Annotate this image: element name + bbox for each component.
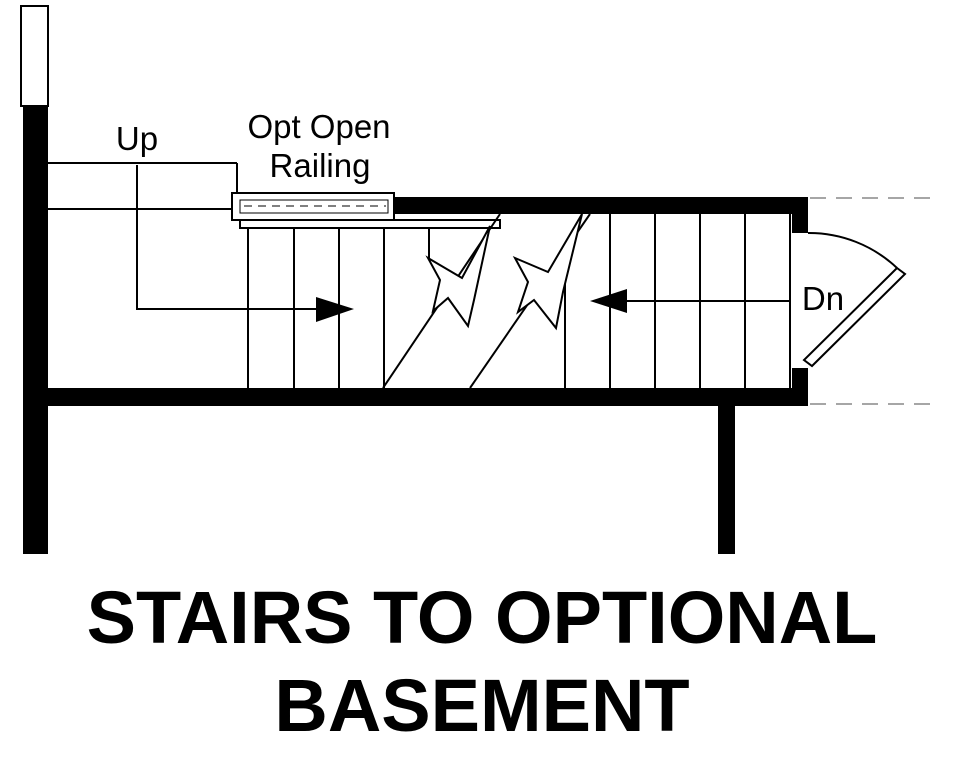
door-jamb-bottom <box>792 368 808 406</box>
label-railing-line2: Railing <box>270 147 371 184</box>
interior-wall-lower <box>718 404 735 554</box>
up-path-line <box>136 165 318 310</box>
left-wall <box>23 106 48 554</box>
open-railing <box>231 192 395 221</box>
door-swing-arc <box>807 231 898 269</box>
label-up: Up <box>116 120 158 157</box>
open-railing-inner <box>239 199 389 214</box>
door-jamb-top <box>792 197 808 233</box>
wall-stub-top <box>20 5 49 107</box>
break-symbol-left <box>425 225 491 329</box>
label-railing-line1: Opt Open <box>247 108 390 145</box>
title-line1: STAIRS TO OPTIONAL <box>87 576 878 659</box>
title-line2: BASEMENT <box>274 664 689 747</box>
break-symbol-right <box>512 213 583 331</box>
stair-bottom-wall <box>48 388 808 406</box>
stair-top-wall <box>390 197 808 214</box>
up-arrow-icon <box>316 297 354 322</box>
down-arrow-icon <box>590 289 627 313</box>
railing-ledge <box>239 219 501 229</box>
door-leaf <box>802 266 907 368</box>
label-down: Dn <box>802 280 844 317</box>
